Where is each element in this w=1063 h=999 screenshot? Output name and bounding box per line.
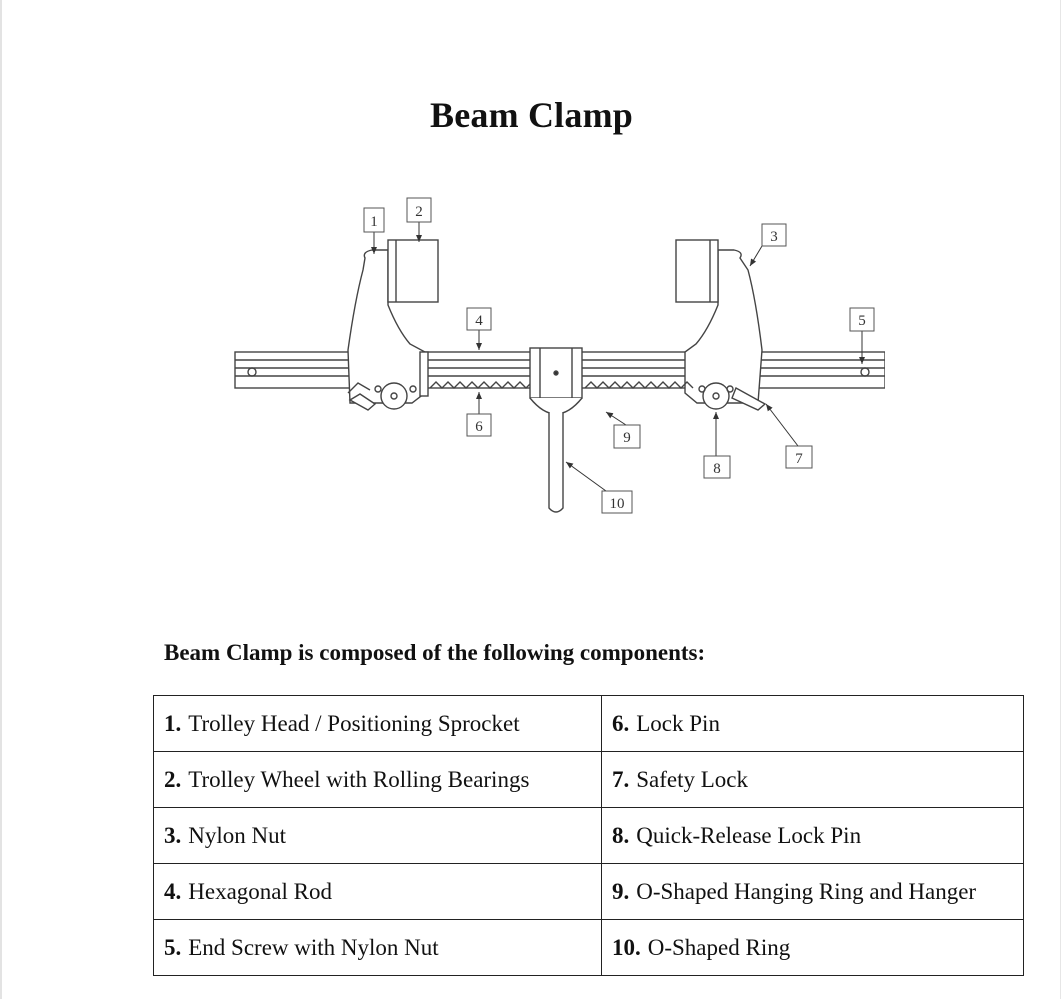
svg-text:5: 5 [858, 313, 866, 329]
callout-7: 7 [785, 445, 813, 469]
table-row: 3.Nylon Nut 8.Quick-Release Lock Pin [153, 807, 1024, 864]
svg-text:10: 10 [610, 496, 625, 512]
component-number: 9. [612, 878, 630, 904]
component-label: Nylon Nut [188, 822, 286, 848]
page-edge-left [0, 0, 2, 999]
svg-text:9: 9 [623, 430, 631, 446]
left-trolley-head [347, 239, 439, 411]
component-cell: 7.Safety Lock [601, 751, 1024, 808]
table-row: 2.Trolley Wheel with Rolling Bearings 7.… [153, 751, 1024, 808]
right-rack-teeth [584, 381, 694, 389]
svg-text:8: 8 [713, 461, 721, 477]
callout-3: 3 [761, 223, 787, 247]
component-cell: 1.Trolley Head / Positioning Sprocket [153, 695, 602, 752]
left-rack-teeth [429, 381, 539, 389]
component-number: 5. [164, 934, 182, 960]
svg-text:7: 7 [795, 451, 803, 467]
component-label: Safety Lock [636, 766, 749, 792]
callout-1: 1 [363, 207, 385, 233]
callout-4: 4 [466, 307, 492, 331]
component-number: 6. [612, 710, 630, 736]
component-label: Lock Pin [636, 710, 720, 736]
page-edge-right [1060, 0, 1061, 999]
component-cell: 3.Nylon Nut [153, 807, 602, 864]
component-label: Trolley Head / Positioning Sprocket [188, 710, 520, 736]
component-label: O-Shaped Hanging Ring and Hanger [636, 878, 977, 904]
component-number: 3. [164, 822, 182, 848]
component-cell: 5.End Screw with Nylon Nut [153, 919, 602, 976]
component-number: 8. [612, 822, 630, 848]
right-trolley-head [675, 239, 767, 411]
svg-text:1: 1 [370, 214, 378, 230]
callout-2: 2 [406, 197, 432, 223]
component-label: End Screw with Nylon Nut [188, 934, 439, 960]
component-label: Hexagonal Rod [188, 878, 332, 904]
component-cell: 9.O-Shaped Hanging Ring and Hanger [601, 863, 1024, 920]
component-cell: 2.Trolley Wheel with Rolling Bearings [153, 751, 602, 808]
table-row: 5.End Screw with Nylon Nut 10.O-Shaped R… [153, 919, 1024, 976]
component-cell: 8.Quick-Release Lock Pin [601, 807, 1024, 864]
component-cell: 10.O-Shaped Ring [601, 919, 1024, 976]
page-title: Beam Clamp [430, 95, 633, 135]
svg-text:6: 6 [475, 419, 483, 435]
component-cell: 4.Hexagonal Rod [153, 863, 602, 920]
svg-text:3: 3 [770, 229, 778, 245]
component-cell: 6.Lock Pin [601, 695, 1024, 752]
beam-clamp-diagram: 1 2 3 4 5 6 9 7 [234, 197, 885, 514]
component-number: 4. [164, 878, 182, 904]
components-intro: Beam Clamp is composed of the following … [164, 640, 706, 665]
callout-6: 6 [466, 413, 492, 437]
svg-text:4: 4 [475, 313, 483, 329]
component-number: 2. [164, 766, 182, 792]
component-label: Quick-Release Lock Pin [636, 822, 862, 848]
table-row: 1.Trolley Head / Positioning Sprocket 6.… [153, 695, 1024, 752]
callout-9: 9 [613, 424, 641, 449]
component-number: 1. [164, 710, 182, 736]
component-number: 10. [612, 934, 641, 960]
component-number: 7. [612, 766, 630, 792]
svg-text:2: 2 [415, 204, 423, 220]
central-hanger [529, 347, 583, 513]
components-table: 1.Trolley Head / Positioning Sprocket 6.… [153, 695, 1024, 976]
callout-5: 5 [849, 307, 875, 332]
table-row: 4.Hexagonal Rod 9.O-Shaped Hanging Ring … [153, 863, 1024, 920]
component-label: Trolley Wheel with Rolling Bearings [188, 766, 530, 792]
callout-8: 8 [703, 455, 731, 479]
component-label: O-Shaped Ring [647, 934, 791, 960]
callout-10: 10 [601, 490, 633, 514]
